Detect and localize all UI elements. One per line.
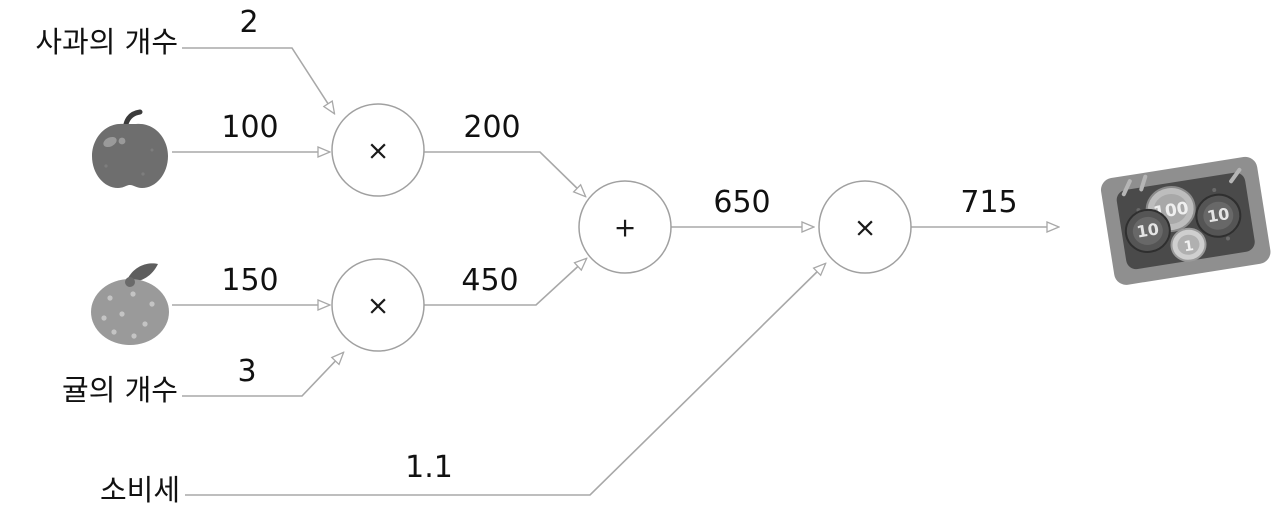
node-mul-mandarin-circle[interactable]	[331, 258, 425, 352]
node-mul-tax[interactable]: ×	[818, 180, 912, 274]
edge-apple-subtotal	[424, 151, 585, 196]
node-add-subtotal[interactable]: +	[578, 180, 672, 274]
coin-1: 1	[1170, 227, 1207, 262]
value-mandarin-count: 3	[237, 354, 256, 389]
value-consumption-tax: 1.1	[405, 450, 453, 485]
apple-icon	[92, 109, 168, 188]
value-apple-price: 100	[221, 110, 278, 145]
value-mandarin-subtotal: 450	[461, 263, 518, 298]
value-apple-subtotal: 200	[463, 110, 520, 145]
node-mul-tax-circle[interactable]	[818, 180, 912, 274]
svg-text:1: 1	[1183, 238, 1195, 255]
node-add-subtotal-circle[interactable]	[578, 180, 672, 274]
node-add-subtotal-op: +	[614, 213, 637, 244]
edge-mandarin-subtotal	[424, 259, 586, 306]
coin-tray-icon: 100 10 10 1	[1100, 156, 1271, 285]
coin-10-left: 10	[1124, 208, 1171, 253]
label-mandarin-count: 귤의 개수	[62, 373, 178, 407]
label-apple-count: 사과의 개수	[35, 25, 178, 59]
label-consumption-tax: 소비세	[100, 473, 180, 507]
node-mul-apple-circle[interactable]	[331, 103, 425, 197]
edge-consumption-tax	[185, 264, 825, 496]
mandarin-icon	[91, 263, 169, 345]
node-mul-mandarin[interactable]: ×	[331, 258, 425, 352]
svg-text:10: 10	[1135, 219, 1160, 241]
coin-10-right: 10	[1195, 193, 1242, 238]
edge-apple-count	[182, 47, 334, 113]
node-mul-apple-op: ×	[367, 136, 390, 167]
value-subtotal: 650	[713, 185, 770, 220]
svg-text:10: 10	[1206, 204, 1231, 226]
edge-mandarin-count	[182, 353, 343, 397]
value-mandarin-price: 150	[221, 263, 278, 298]
value-total: 715	[960, 185, 1017, 220]
node-mul-apple[interactable]: ×	[331, 103, 425, 197]
value-apple-count: 2	[239, 5, 258, 40]
node-mul-mandarin-op: ×	[367, 291, 390, 322]
node-mul-tax-op: ×	[854, 213, 877, 244]
